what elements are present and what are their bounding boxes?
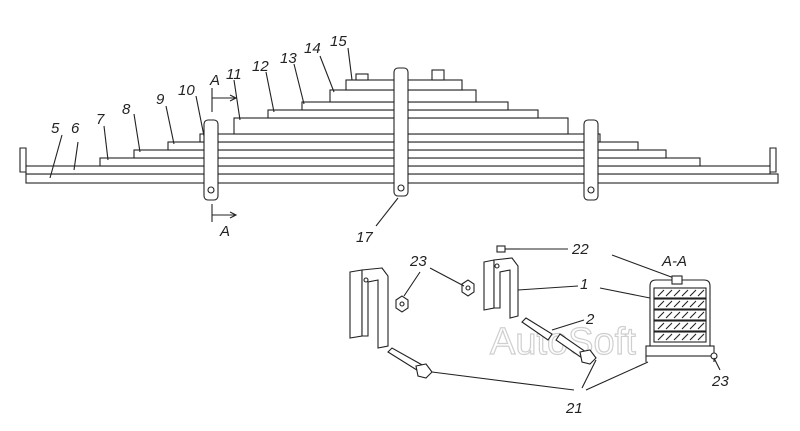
leader-1-section bbox=[599, 287, 651, 299]
leader-21-a bbox=[431, 371, 575, 391]
callout-17: 17 bbox=[356, 229, 373, 246]
callout-22: 22 bbox=[571, 241, 589, 258]
spring-clamps bbox=[203, 67, 599, 201]
callout-9: 9 bbox=[156, 91, 165, 108]
callout-23-bottom: 23 bbox=[711, 373, 729, 390]
callout-7: 7 bbox=[96, 111, 105, 128]
center-clamp-bolt bbox=[397, 184, 405, 192]
callout-21: 21 bbox=[565, 400, 583, 417]
clamp-left bbox=[203, 119, 219, 201]
callout-14: 14 bbox=[304, 40, 321, 57]
section-view-title: A-A bbox=[661, 253, 687, 270]
leader-1 bbox=[517, 285, 579, 291]
leader-21-b bbox=[581, 359, 597, 389]
bolt-short-b bbox=[555, 333, 597, 365]
leader-22-section bbox=[611, 254, 675, 279]
callout-6: 6 bbox=[71, 120, 80, 137]
clamp-left-bolt bbox=[207, 186, 215, 194]
callout-12: 12 bbox=[252, 58, 269, 75]
leader-2 bbox=[551, 319, 585, 331]
bolt-short-a bbox=[521, 317, 553, 341]
upper-callouts: 5 6 7 8 9 10 11 12 13 14 15 A A bbox=[51, 33, 347, 240]
top-lug-left bbox=[355, 73, 369, 81]
callout-11: 11 bbox=[226, 66, 242, 83]
callout-23-top: 23 bbox=[409, 253, 427, 270]
section-aa bbox=[645, 275, 718, 362]
leader-17 bbox=[375, 197, 399, 227]
callout-1: 1 bbox=[580, 276, 588, 293]
section-mark-top: A bbox=[209, 72, 220, 89]
callout-2: 2 bbox=[585, 311, 595, 328]
leader-23-section bbox=[713, 357, 721, 371]
callout-13: 13 bbox=[280, 50, 297, 67]
clamp-part-left bbox=[349, 267, 389, 349]
bolt-long bbox=[387, 347, 433, 379]
screw-22 bbox=[496, 245, 520, 253]
clamp-part-right bbox=[483, 257, 519, 319]
top-lug-right bbox=[431, 69, 445, 81]
section-screw bbox=[671, 275, 683, 285]
clamp-right bbox=[583, 119, 599, 201]
section-mark-bottom: A bbox=[219, 223, 230, 240]
nut-left bbox=[395, 295, 409, 313]
center-clamp bbox=[393, 67, 409, 197]
leader-21-c bbox=[585, 361, 649, 391]
section-a-marks bbox=[211, 88, 238, 222]
callout-15: 15 bbox=[330, 33, 347, 50]
nut-right bbox=[461, 279, 475, 297]
callout-10: 10 bbox=[178, 82, 195, 99]
callout-5: 5 bbox=[51, 120, 60, 137]
callout-8: 8 bbox=[122, 101, 131, 118]
upper-leaders bbox=[49, 47, 353, 179]
clamp-right-bolt bbox=[587, 186, 595, 194]
